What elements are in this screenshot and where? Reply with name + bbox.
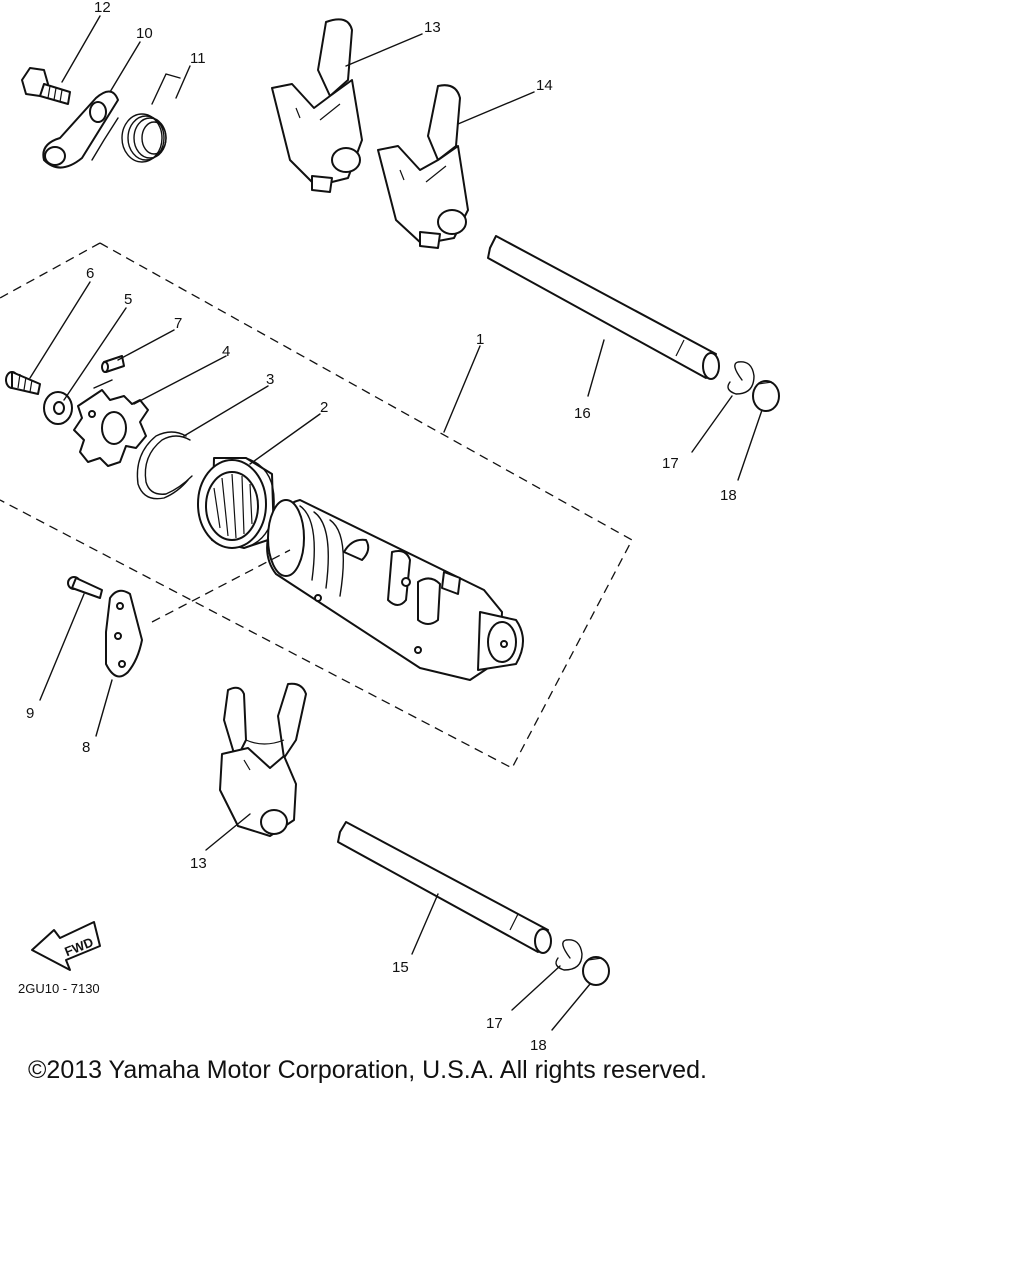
part-12-bolt [21, 67, 71, 105]
callout-1: 1 [476, 331, 484, 348]
callout-18-lower: 18 [530, 1037, 547, 1054]
part-13-shift-fork-upper [271, 18, 363, 193]
callout-18-upper: 18 [720, 487, 737, 504]
callout-5: 5 [124, 291, 132, 308]
part-11-spring [91, 73, 181, 163]
callout-13-upper: 13 [424, 19, 441, 36]
assembly-boundary-dashed [0, 242, 633, 769]
callout-8: 8 [82, 739, 90, 756]
fwd-arrow-icon [31, 921, 101, 971]
callout-13-lower: 13 [190, 855, 207, 872]
shift-drum [266, 499, 524, 681]
part-6-screw [5, 371, 41, 395]
part-9-screw [67, 576, 103, 599]
callout-9: 9 [26, 705, 34, 722]
part-14-shift-fork [377, 84, 469, 249]
assembly-boundary-top-edge [0, 242, 101, 299]
part-18-cap-upper [752, 380, 780, 412]
part-4-segment [73, 389, 149, 467]
callout-6: 6 [86, 265, 94, 282]
part-16-guide-bar [487, 235, 720, 380]
callout-10: 10 [136, 25, 153, 42]
callout-4: 4 [222, 343, 230, 360]
callout-2: 2 [320, 399, 328, 416]
callout-16: 16 [574, 405, 591, 422]
callout-17-lower: 17 [486, 1015, 503, 1032]
part-10-stopper-lever [42, 90, 119, 169]
callout-11: 11 [190, 50, 206, 67]
part-5-washer [43, 391, 73, 425]
part-8-plate [105, 589, 143, 678]
callout-14: 14 [536, 77, 553, 94]
callout-12: 12 [94, 0, 111, 16]
leader-lines [29, 15, 763, 1031]
part-18-cap-lower [582, 956, 610, 986]
part-3-circlip [136, 431, 193, 500]
drawing-code: 2GU10 - 7130 [18, 981, 100, 996]
part-13-shift-fork-lower [219, 682, 307, 837]
callout-3: 3 [266, 371, 274, 388]
part-17-circlip-upper [727, 361, 755, 395]
callout-17-upper: 17 [662, 455, 679, 472]
part-2-bearing [197, 457, 275, 549]
part-15-guide-bar [337, 821, 552, 954]
callout-15: 15 [392, 959, 409, 976]
copyright-notice: ©2013 Yamaha Motor Corporation, U.S.A. A… [28, 1056, 707, 1084]
callout-7: 7 [174, 315, 182, 332]
